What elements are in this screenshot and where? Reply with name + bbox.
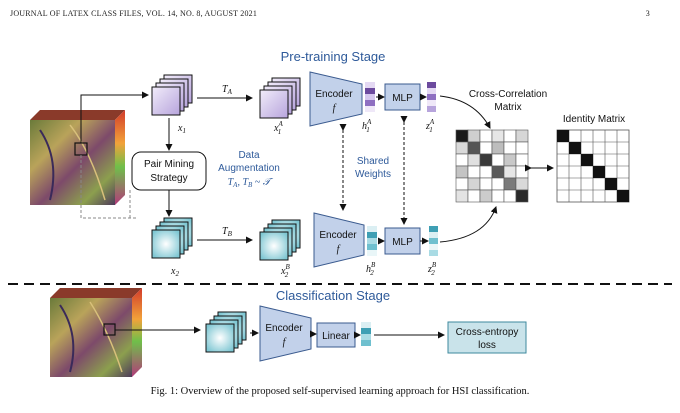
figure-caption: Fig. 1: Overview of the proposed self-su… [150, 386, 530, 397]
page-number: 3 [645, 9, 650, 18]
mlp-top [384, 83, 421, 111]
pair-mining-line1: Pair Mining [144, 159, 194, 170]
classification-input-stack [205, 311, 247, 353]
hsi-cube-pretraining [30, 110, 125, 205]
encoder-classification [259, 305, 312, 362]
classification-output-vector [361, 322, 371, 346]
cross-entropy-line1: Cross-entropy [456, 327, 519, 338]
x1-label: x1 [177, 123, 186, 135]
mlp-top-label: MLP [392, 93, 413, 104]
encoder-classification-label: Encoder [265, 323, 303, 334]
encoder-bottom-f: f [337, 244, 341, 255]
encoder-bottom [313, 212, 365, 268]
encoder-top-f: f [333, 103, 337, 114]
tb-label: TB [222, 226, 233, 238]
pair-mining-strategy-box [131, 151, 207, 191]
cross-correlation-matrix [455, 129, 529, 203]
data-augmentation-line1: Data [238, 150, 260, 161]
mlp-bottom-label: MLP [392, 237, 413, 248]
identity-matrix-label: Identity Matrix [563, 114, 625, 125]
cross-entropy-line2: loss [478, 340, 496, 351]
pair-mining-line2: Strategy [150, 173, 187, 184]
mlp-bottom [384, 227, 421, 255]
running-header: JOURNAL OF LATEX CLASS FILES, VOL. 14, N… [10, 9, 258, 18]
data-augmentation-line2: Augmentation [218, 163, 280, 174]
h1a-vector [365, 82, 375, 112]
pretraining-stage-title: Pre-training Stage [281, 49, 386, 64]
classification-stage-title: Classification Stage [276, 288, 390, 303]
x2-label: x2 [170, 266, 179, 278]
encoder-top-label: Encoder [315, 89, 353, 100]
data-augmentation-distribution: TA, TB ~ 𝒯 [228, 177, 274, 189]
identity-matrix [556, 129, 630, 203]
h2b-vector [367, 226, 377, 256]
cross-entropy-loss-box [447, 321, 527, 354]
cross-correlation-label-line1: Cross-Correlation [469, 89, 547, 100]
shared-weights-line1: Shared [357, 156, 389, 167]
x1-stack [151, 74, 193, 116]
linear-layer [316, 322, 356, 348]
linear-layer-label: Linear [322, 331, 350, 342]
ta-label: TA [222, 84, 233, 96]
shared-weights-line2: Weights [355, 169, 391, 180]
z2b-vector [429, 226, 438, 256]
cross-correlation-label-line2: Matrix [494, 102, 521, 113]
x2b-stack [259, 219, 301, 261]
encoder-classification-f: f [283, 337, 287, 348]
hsi-cube-classification [50, 288, 142, 377]
encoder-top [309, 71, 363, 127]
x2-stack [151, 217, 193, 259]
encoder-bottom-label: Encoder [319, 230, 357, 241]
z1a-vector [427, 82, 436, 112]
x1a-stack [259, 77, 301, 119]
